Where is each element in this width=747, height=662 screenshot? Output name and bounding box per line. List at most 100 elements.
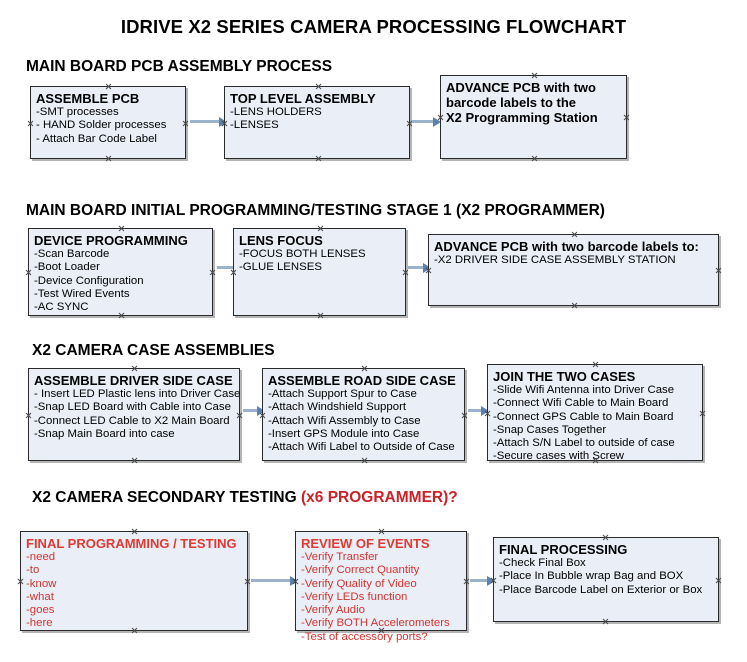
list-item: -Check Final Box — [499, 557, 586, 569]
list-item: -SMT processes — [36, 106, 119, 118]
connection-handle-top[interactable] — [118, 225, 125, 232]
connector-road-case-to-join-cases — [468, 405, 489, 416]
node-final-processing[interactable]: FINAL PROCESSING -Check Final Box -Place… — [493, 537, 719, 622]
arrowhead-icon — [487, 575, 495, 586]
connection-handle-right[interactable] — [715, 577, 722, 584]
section-header-text: X2 CAMERA SECONDARY TESTING — [32, 489, 301, 506]
connection-handle-right[interactable] — [244, 578, 251, 585]
connection-handle-bottom[interactable] — [131, 457, 138, 464]
arrowhead-icon — [423, 262, 431, 273]
connection-handle-left[interactable] — [25, 269, 32, 276]
connection-handle-top[interactable] — [571, 231, 578, 238]
node-title: TOP LEVEL ASSEMBLY — [230, 91, 376, 106]
node-item-list: -X2 DRIVER SIDE CASE ASSEMBLY STATION — [434, 254, 714, 267]
node-join-the-two-cases[interactable]: JOIN THE TWO CASES -Slide Wifi Antenna i… — [487, 361, 706, 463]
node-title: ASSEMBLE DRIVER SIDE CASE — [34, 373, 233, 388]
connection-handle-top[interactable] — [531, 72, 538, 79]
connection-handle-right[interactable] — [209, 269, 216, 276]
connection-handle-bottom[interactable] — [602, 618, 609, 625]
page-title: IDRIVE X2 SERIES CAMERA PROCESSING FLOWC… — [120, 16, 627, 37]
connector-pcb-to-top-level — [190, 116, 227, 127]
connection-handle-bottom[interactable] — [531, 155, 538, 162]
node-lens-focus[interactable]: LENS FOCUS -FOCUS BOTH LENSES -GLUE LENS… — [233, 228, 406, 316]
node-final-programming-testing[interactable]: FINAL PROGRAMMING / TESTING -need -to -k… — [20, 531, 248, 631]
section-header-case-assemblies: X2 CAMERA CASE ASSEMBLIES — [32, 342, 275, 360]
list-item: -FOCUS BOTH LENSES — [239, 248, 366, 260]
connection-handle-top[interactable] — [378, 528, 385, 535]
connection-handle-right[interactable] — [461, 412, 468, 419]
connection-handle-bottom[interactable] — [105, 155, 112, 162]
connection-handle-left[interactable] — [230, 269, 237, 276]
list-item: -Attach Wifi Label to Outside of Case — [268, 441, 455, 454]
section-header-text: MAIN BOARD INITIAL PROGRAMMING/TESTING S… — [26, 202, 605, 219]
node-title-line2: barcode labels to the — [446, 95, 577, 110]
connection-handle-top[interactable] — [592, 361, 599, 368]
node-item-list: -Scan Barcode -Boot Loader -Device Confi… — [34, 248, 208, 314]
connection-handle-top[interactable] — [602, 534, 609, 541]
section-header-text: X2 CAMERA CASE ASSEMBLIES — [32, 342, 275, 359]
connection-handle-top[interactable] — [317, 225, 324, 232]
list-item: - Insert LED Plastic lens into Driver Ca… — [34, 388, 241, 400]
node-title: DEVICE PROGRAMMING — [34, 233, 188, 248]
list-item: -need — [26, 551, 56, 563]
connection-handle-right[interactable] — [623, 114, 630, 121]
connector-top-level-to-advance — [412, 116, 441, 127]
list-item: -Insert GPS Module into Case — [268, 427, 420, 440]
list-item: -Device Configuration — [34, 274, 144, 287]
section-header-initial-programming: MAIN BOARD INITIAL PROGRAMMING/TESTING S… — [26, 202, 605, 220]
node-title: ADVANCE PCB with two — [446, 80, 596, 95]
list-item: -Test of accessory ports? — [301, 630, 428, 643]
connector-driver-case-to-road-case — [243, 405, 265, 416]
list-item: -Connect Wifi Cable to Main Board — [493, 397, 669, 410]
node-review-of-events[interactable]: REVIEW OF EVENTS -Verify Transfer -Verif… — [295, 528, 470, 643]
connection-handle-bottom[interactable] — [361, 457, 368, 464]
connection-handle-top[interactable] — [361, 365, 368, 372]
list-item: -what — [26, 590, 54, 603]
node-advance-pcb-programming-station[interactable]: ADVANCE PCB with two barcode labels to t… — [440, 75, 627, 159]
node-assemble-driver-side-case[interactable]: ASSEMBLE DRIVER SIDE CASE - Insert LED P… — [28, 368, 240, 461]
connection-handle-right[interactable] — [715, 267, 722, 274]
node-advance-pcb-driver-side-station[interactable]: ADVANCE PCB with two barcode labels to: … — [428, 234, 719, 306]
arrowhead-icon — [257, 405, 265, 416]
node-title: ASSEMBLE ROAD SIDE CASE — [268, 373, 456, 388]
connection-handle-top[interactable] — [131, 365, 138, 372]
connection-handle-bottom[interactable] — [315, 155, 322, 162]
node-assemble-road-side-case[interactable]: ASSEMBLE ROAD SIDE CASE -Attach Support … — [262, 368, 465, 461]
connection-handle-top[interactable] — [315, 83, 322, 90]
list-item: -know — [26, 577, 57, 590]
list-item: -Verify BOTH Accelerometers — [301, 617, 450, 630]
connection-handle-left[interactable] — [17, 578, 24, 585]
node-title: JOIN THE TWO CASES — [493, 369, 636, 384]
connection-handle-top[interactable] — [131, 528, 138, 535]
node-device-programming[interactable]: DEVICE PROGRAMMING -Scan Barcode -Boot L… — [28, 228, 213, 316]
list-item: -goes — [26, 604, 55, 617]
node-top-level-assembly[interactable]: TOP LEVEL ASSEMBLY -LENS HOLDERS -LENSES — [224, 86, 410, 159]
connection-handle-right[interactable] — [402, 269, 409, 276]
connection-handle-left[interactable] — [27, 120, 34, 127]
section-header-accent: (x6 PROGRAMMER)? — [301, 489, 458, 506]
node-item-list: -need -to -know -what -goes -here — [26, 551, 243, 631]
list-item: -AC SYNC — [34, 301, 89, 314]
node-assemble-pcb[interactable]: ASSEMBLE PCB -SMT processes - HAND Solde… — [30, 86, 186, 159]
section-header-text: MAIN BOARD PCB ASSEMBLY PROCESS — [26, 58, 333, 75]
list-item: -Verify Correct Quantity — [301, 564, 420, 577]
node-title: FINAL PROGRAMMING / TESTING — [26, 536, 237, 551]
node-item-list: -Verify Transfer -Verify Correct Quantit… — [301, 551, 462, 644]
connection-handle-bottom[interactable] — [571, 302, 578, 309]
section-header-pcb-assembly: MAIN BOARD PCB ASSEMBLY PROCESS — [26, 58, 332, 76]
connection-handle-right[interactable] — [699, 410, 706, 417]
connection-handle-right[interactable] — [236, 412, 243, 419]
list-item: - HAND Solder processes — [36, 119, 167, 132]
connection-handle-bottom[interactable] — [317, 312, 324, 319]
connection-handle-right[interactable] — [182, 120, 189, 127]
list-item: -Attach Wifi Assembly to Case — [268, 414, 421, 427]
list-item: -Secure cases with Screw — [493, 450, 625, 463]
list-item: -LENS HOLDERS — [230, 106, 322, 118]
list-item: -Place Barcode Label on Exterior or Box — [499, 583, 703, 596]
list-item: -LENSES — [230, 119, 279, 132]
list-item: -Snap Main Board into case — [34, 427, 175, 440]
connection-handle-top[interactable] — [105, 83, 112, 90]
connector-final-programming-to-review — [251, 575, 298, 586]
connection-handle-left[interactable] — [25, 412, 32, 419]
connection-handle-right[interactable] — [463, 578, 470, 585]
